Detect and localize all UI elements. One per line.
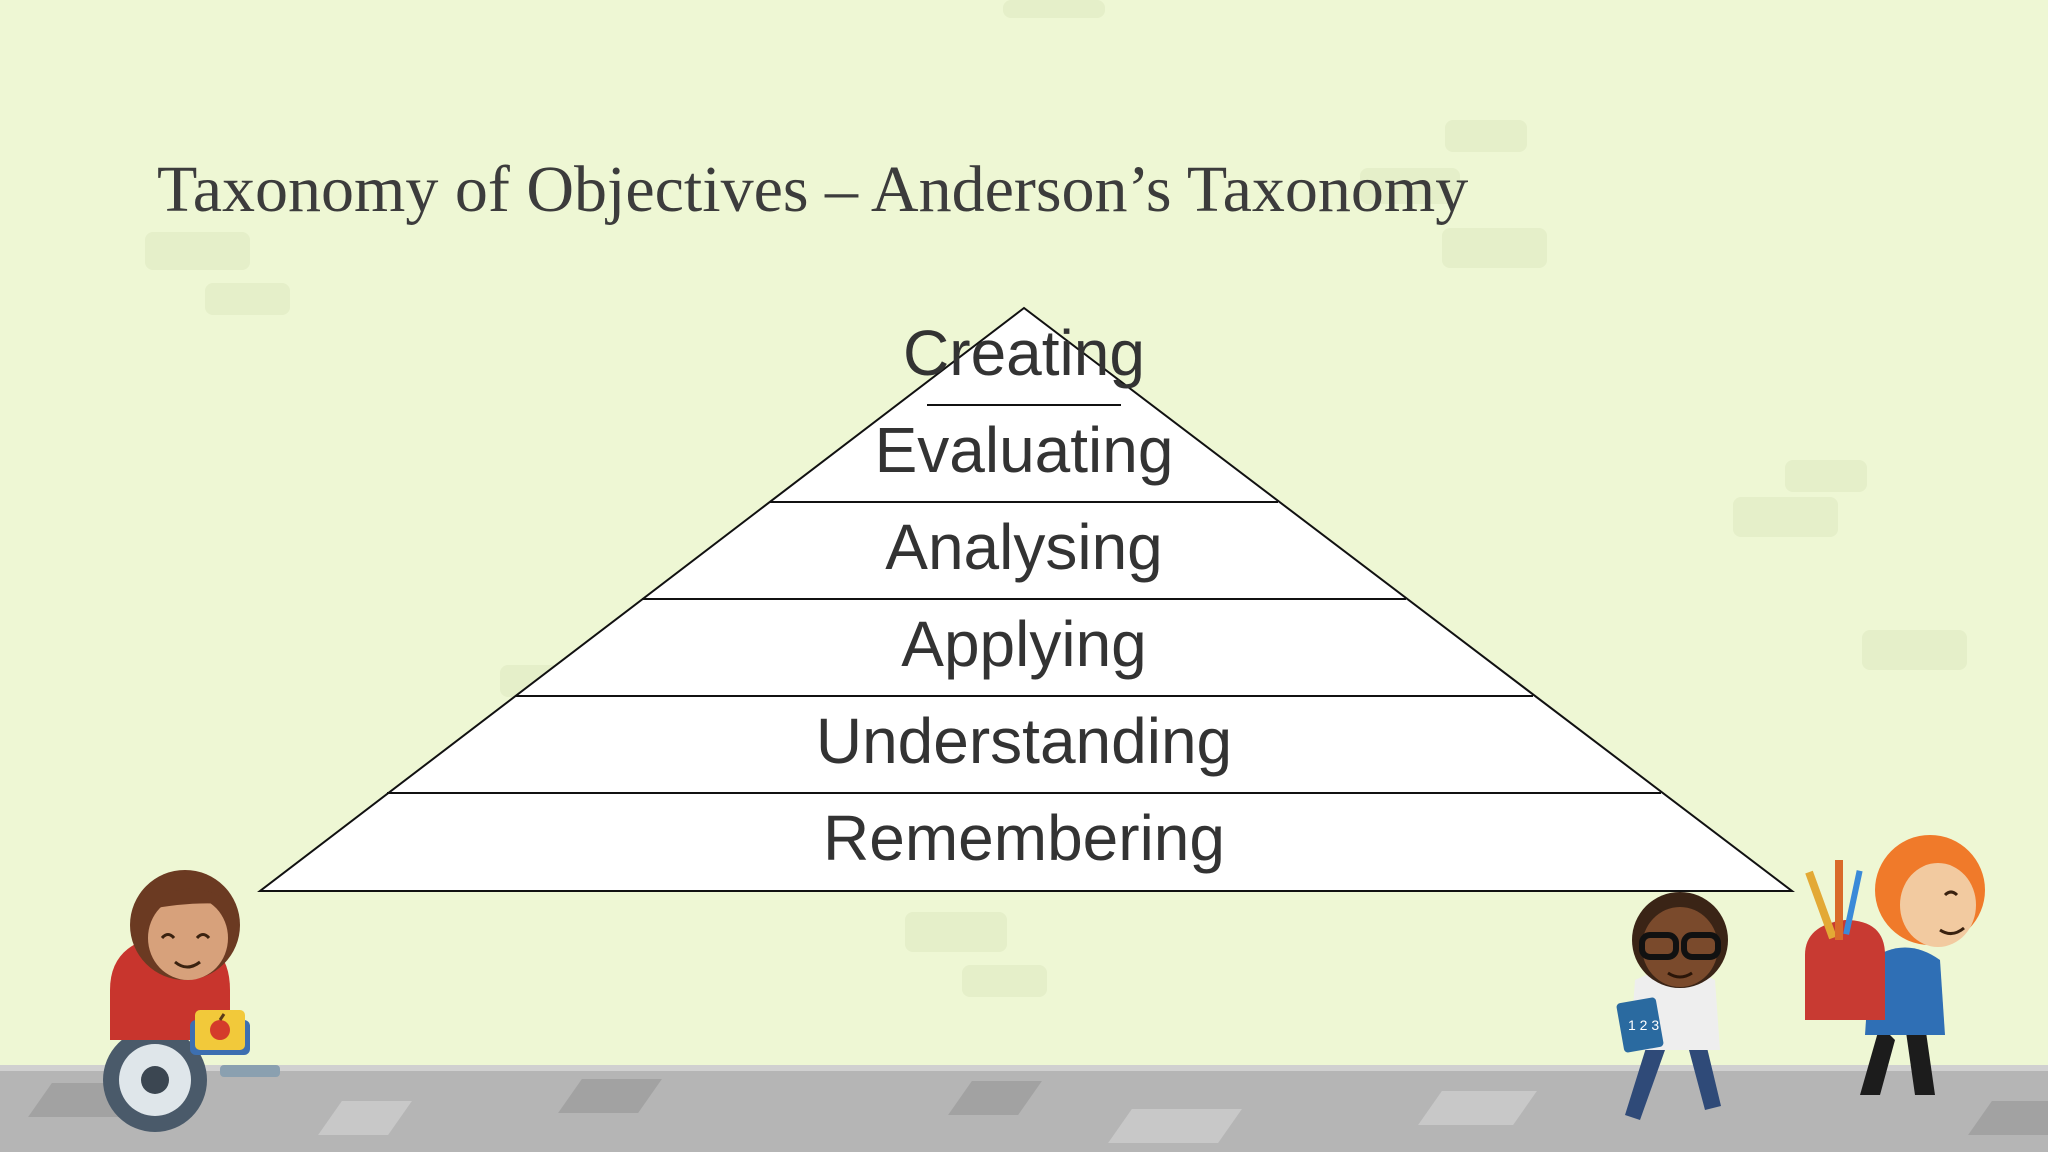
svg-text:1 2 3: 1 2 3 <box>1628 1017 1659 1033</box>
child-with-backpack-icon <box>1805 835 1985 1095</box>
pyramid-level-analysing: Analysing <box>885 511 1163 583</box>
pyramid-level-evaluating: Evaluating <box>875 414 1174 486</box>
background-brick <box>145 232 250 270</box>
pyramid-level-remembering: Remembering <box>823 802 1225 874</box>
slide-title: Taxonomy of Objectives – Anderson’s Taxo… <box>157 153 1469 226</box>
road-slab <box>1418 1091 1537 1125</box>
child-with-book-icon: 1 2 3 <box>1616 892 1728 1120</box>
background-brick <box>962 965 1047 997</box>
pyramid-level-creating: Creating <box>903 317 1145 389</box>
background-brick <box>1785 460 1867 492</box>
background-brick <box>1003 0 1105 18</box>
background-brick <box>1360 168 1460 204</box>
road-slab <box>318 1101 412 1135</box>
child-in-wheelchair-icon <box>103 870 280 1132</box>
background-brick <box>1733 497 1838 537</box>
background-brick <box>205 283 290 315</box>
background-brick <box>905 912 1007 952</box>
road-slab <box>948 1081 1042 1115</box>
pyramid-level-understanding: Understanding <box>816 705 1232 777</box>
background-brick <box>1442 228 1547 268</box>
background-brick <box>1862 630 1967 670</box>
pyramid-level-applying: Applying <box>901 608 1147 680</box>
road-slab <box>1108 1109 1242 1143</box>
road-slab <box>558 1079 662 1113</box>
background-brick <box>1445 120 1527 152</box>
